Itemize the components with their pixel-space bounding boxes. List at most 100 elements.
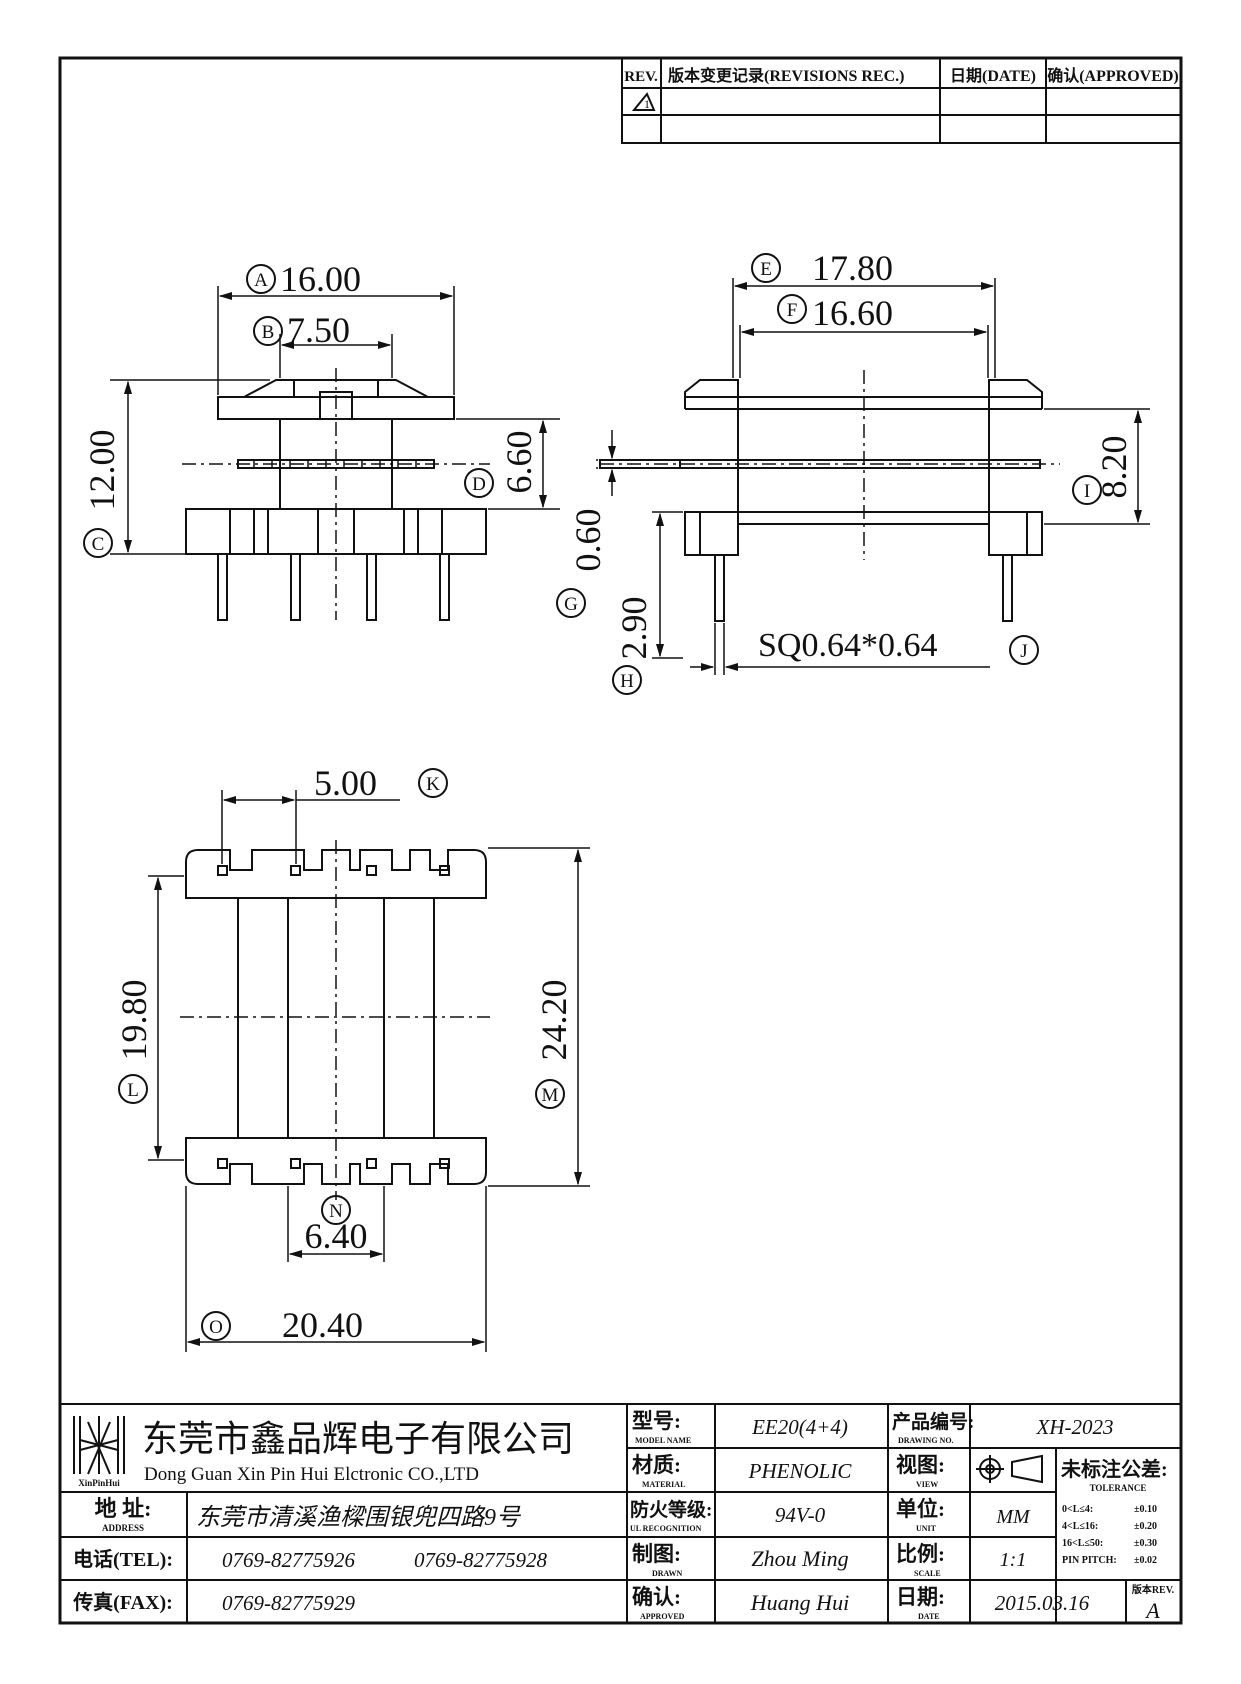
drawing-no-label: 产品编号: xyxy=(892,1410,974,1433)
dim-H: 2.90 xyxy=(614,597,654,660)
company-logo-text: XinPinHui xyxy=(78,1478,120,1488)
dim-D-value: 6.60 xyxy=(499,431,539,494)
tolerance-range-3: 16<L≤50: xyxy=(1062,1538,1103,1549)
dim-F-value: 16.60 xyxy=(812,293,893,333)
drawing-no-label-en: DRAWING NO. xyxy=(898,1436,954,1445)
dim-G-marker: G xyxy=(556,588,586,618)
dim-L-value: 19.80 xyxy=(114,980,154,1061)
dim-J-value: SQ0.64*0.64 xyxy=(758,627,937,664)
dim-M-letter: M xyxy=(542,1085,559,1106)
date-value: 2015.03.16 xyxy=(995,1591,1090,1615)
dim-F: F 16.60 xyxy=(777,293,893,333)
scale-value: 1:1 xyxy=(1000,1549,1027,1571)
tel-1-value: 0769-82775926 xyxy=(222,1548,355,1572)
drawn-label: 制图: xyxy=(632,1542,681,1566)
dim-N: N 6.40 xyxy=(305,1195,368,1256)
rev-header: REV. xyxy=(624,69,658,85)
side-view-centerlines xyxy=(600,370,1060,560)
scale-label: 比例: xyxy=(896,1542,945,1566)
dim-F-letter: F xyxy=(787,300,798,321)
dim-M-marker: M xyxy=(535,1079,565,1109)
dim-J-letter: J xyxy=(1020,641,1027,662)
dim-E-letter: E xyxy=(760,259,772,280)
dim-M-value: 24.20 xyxy=(534,980,574,1061)
scale-label-en: SCALE xyxy=(914,1569,941,1578)
tel-label: 电话(TEL): xyxy=(73,1548,173,1571)
company-logo xyxy=(73,1416,125,1475)
dim-I: 8.20 xyxy=(1094,436,1134,499)
bottom-view-centerlines xyxy=(180,840,490,1200)
dim-O: O 20.40 xyxy=(201,1305,363,1345)
dim-C-marker: C xyxy=(83,528,113,558)
title-block-grid xyxy=(59,1403,1182,1624)
drawn-label-en: DRAWN xyxy=(652,1569,682,1578)
address-label: 地 址: xyxy=(95,1496,152,1521)
tolerance-value-3: ±0.30 xyxy=(1134,1538,1157,1549)
dim-D-letter: D xyxy=(472,474,486,495)
dim-N-value: 6.40 xyxy=(305,1216,368,1256)
fax-label: 传真(FAX): xyxy=(72,1590,173,1614)
dim-A-value: 16.00 xyxy=(280,259,361,299)
address-label-en: ADDRESS xyxy=(102,1523,144,1533)
dim-O-value: 20.40 xyxy=(282,1305,363,1345)
approved-value: Huang Hui xyxy=(750,1590,849,1615)
view-label-en: VIEW xyxy=(916,1480,938,1489)
dim-J: SQ0.64*0.64 J xyxy=(758,627,1039,665)
model-label-en: MODEL NAME xyxy=(635,1436,691,1445)
flame-label-en: UL RECOGNITION xyxy=(630,1524,702,1533)
flame-label: 防火等级: xyxy=(630,1498,712,1521)
tolerance-range-2: 4<L≤16: xyxy=(1062,1521,1098,1532)
unit-label-en: UNIT xyxy=(916,1524,937,1533)
sheet-border xyxy=(58,56,1183,1625)
dim-O-letter: O xyxy=(209,1317,223,1338)
revision-row-1-number: 1 xyxy=(644,97,650,111)
revision-block xyxy=(621,57,1182,144)
tolerance-value-1: ±0.10 xyxy=(1134,1504,1157,1515)
company-name-cn: 东莞市鑫品辉电子有限公司 xyxy=(142,1419,574,1459)
drawing-no-value: XH-2023 xyxy=(1036,1415,1114,1439)
flame-value: 94V-0 xyxy=(775,1503,826,1527)
dim-N-letter: N xyxy=(329,1201,343,1222)
dim-I-value: 8.20 xyxy=(1094,436,1134,499)
drawn-value: Zhou Ming xyxy=(751,1546,848,1571)
dim-D: 6.60 xyxy=(499,431,539,494)
bottom-view xyxy=(185,849,487,1185)
side-view-dimension-lines xyxy=(596,278,1150,675)
dim-A: A 16.00 xyxy=(246,259,361,299)
front-view-centerlines xyxy=(182,368,490,620)
tel-2-value: 0769-82775928 xyxy=(414,1548,547,1572)
dim-M: 24.20 xyxy=(534,980,574,1061)
dim-I-letter: I xyxy=(1084,481,1090,502)
dim-K-value: 5.00 xyxy=(314,763,377,803)
tolerance-value-4: ±0.02 xyxy=(1134,1555,1157,1566)
revision-triangle-icon xyxy=(631,92,656,111)
tolerance-title-en: TOLERANCE xyxy=(1090,1483,1147,1493)
approved-label: 确认: xyxy=(632,1585,681,1609)
approved-label-en: APPROVED xyxy=(640,1612,685,1621)
dim-L-marker: L xyxy=(118,1074,148,1104)
dim-C-value: 12.00 xyxy=(82,430,122,511)
view-label: 视图: xyxy=(896,1453,945,1477)
rev-label: 版本REV. xyxy=(1132,1583,1175,1596)
projection-symbol-icon xyxy=(976,1454,1043,1484)
dim-G-letter: G xyxy=(564,594,578,615)
dim-L: 19.80 xyxy=(114,980,154,1061)
bottom-view-dimension-lines xyxy=(148,790,590,1352)
tolerance-title: 未标注公差: xyxy=(1061,1457,1168,1481)
date-header: 日期(DATE) xyxy=(950,66,1036,85)
rev-value: A xyxy=(1144,1598,1160,1623)
dim-K-letter: K xyxy=(426,774,440,795)
fax-value: 0769-82775929 xyxy=(222,1591,355,1615)
address-value: 东莞市清溪渔樑围银兜四路9号 xyxy=(196,1504,522,1531)
material-label-en: MATERIAL xyxy=(642,1480,685,1489)
dim-E-value: 17.80 xyxy=(812,248,893,288)
date-label: 日期: xyxy=(896,1585,945,1609)
unit-value: MM xyxy=(995,1506,1031,1528)
dim-B-value: 7.50 xyxy=(287,310,350,350)
dim-B-letter: B xyxy=(262,322,275,343)
dim-D-marker: D xyxy=(464,468,494,498)
tolerance-range-4: PIN PITCH: xyxy=(1062,1555,1117,1566)
dim-C: 12.00 xyxy=(82,430,122,511)
dim-C-letter: C xyxy=(92,534,105,555)
